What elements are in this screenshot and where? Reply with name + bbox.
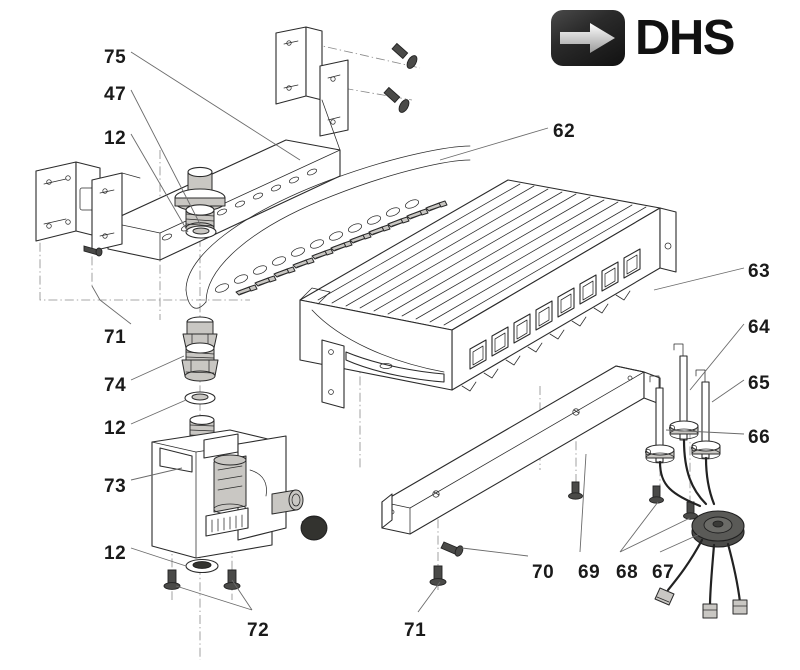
gas-valve <box>151 415 328 559</box>
brand-wordmark: DHS <box>635 10 735 65</box>
electrode-tall <box>669 343 699 441</box>
callout-12a: 12 <box>104 128 127 149</box>
ignition-coil <box>654 438 748 619</box>
electrode-short <box>645 375 675 464</box>
callout-71b: 71 <box>404 620 427 641</box>
callout-64: 64 <box>748 317 771 338</box>
mounting-bracket-left <box>35 161 141 257</box>
spade-connector <box>702 603 718 619</box>
bracket-pin <box>83 245 103 257</box>
screw <box>163 569 181 590</box>
callout-72: 72 <box>247 620 270 641</box>
callout-73: 73 <box>104 476 127 497</box>
right-arrow-icon <box>560 23 615 53</box>
roll-pin <box>440 541 464 557</box>
channel-screw <box>568 481 583 500</box>
manifold-rail <box>107 26 349 261</box>
burner-assembly <box>299 179 677 409</box>
callout-66: 66 <box>748 427 771 448</box>
dhs-arrow-mark <box>551 10 625 66</box>
screw <box>223 569 241 590</box>
injectors <box>214 199 448 296</box>
pipe-union-fitting <box>181 316 219 382</box>
callout-12b: 12 <box>104 418 127 439</box>
spade-connector <box>732 599 748 615</box>
valve-screws <box>163 569 241 590</box>
gas-inlet-fitting <box>174 166 226 234</box>
top-screws <box>383 42 418 113</box>
callout-69: 69 <box>578 562 601 583</box>
burner-inner-tube <box>345 351 445 383</box>
callout-47: 47 <box>104 84 127 105</box>
callout-62: 62 <box>553 121 576 142</box>
sealing-washer-lower <box>185 558 219 574</box>
injector-nozzle-row <box>185 145 471 309</box>
electrode-mid <box>691 369 721 460</box>
electrode-screws <box>649 485 698 520</box>
callout-74: 74 <box>104 375 127 396</box>
callout-68: 68 <box>616 562 639 583</box>
callout-63: 63 <box>748 261 771 282</box>
sealing-washer-mid <box>184 391 216 405</box>
support-channel <box>381 365 661 535</box>
callout-71a: 71 <box>104 327 127 348</box>
callout-75: 75 <box>104 47 127 68</box>
callout-leader-lines <box>91 51 745 613</box>
callout-67: 67 <box>652 562 675 583</box>
spade-connector <box>654 587 675 606</box>
callout-65: 65 <box>748 373 771 394</box>
base-screw <box>429 565 447 586</box>
callout-70: 70 <box>532 562 555 583</box>
callout-12c: 12 <box>104 543 127 564</box>
sealing-washer-upper <box>185 225 217 239</box>
dhs-logo: DHS <box>551 9 789 67</box>
